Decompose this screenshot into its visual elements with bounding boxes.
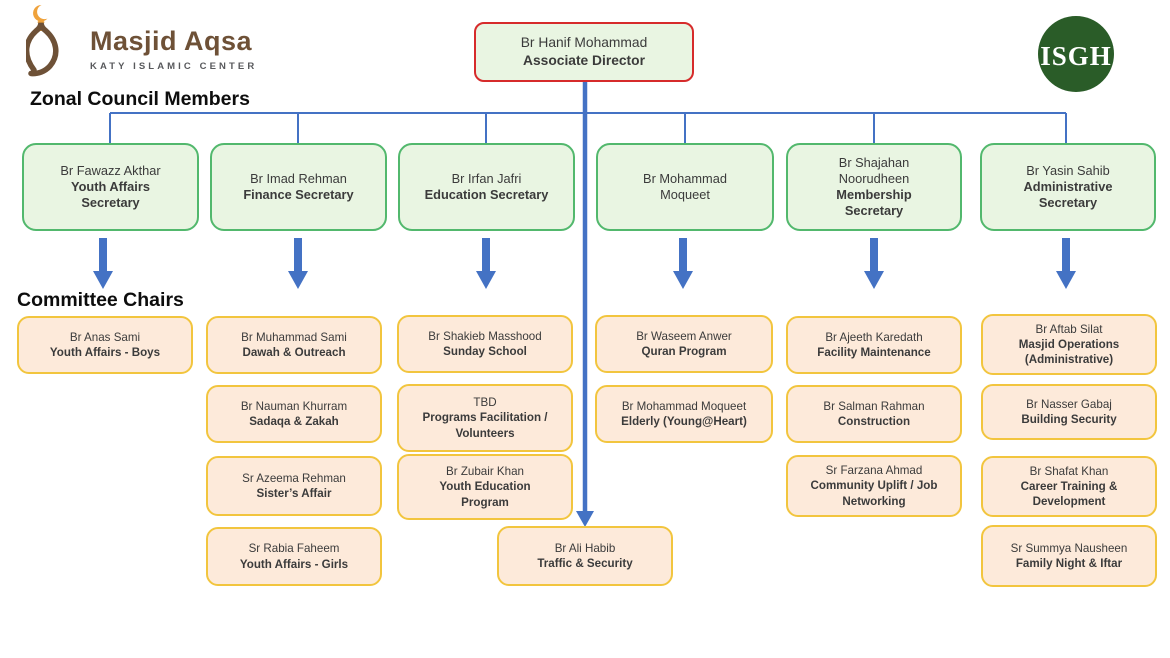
director-arrowhead-icon	[576, 511, 594, 527]
chair-name: Sr Farzana Ahmad	[825, 464, 923, 478]
chair-name: Sr Summya Nausheen	[1010, 541, 1128, 555]
council-down-arrows	[93, 238, 1076, 289]
masjid-aqsa-logo: Masjid Aqsa KATY ISLAMIC CENTER	[26, 2, 257, 80]
committee-box-muhammad-sami: Br Muhammad Sami Dawah & Outreach	[206, 316, 382, 374]
chair-name: Br Shakieb Masshood	[428, 329, 542, 343]
chair-role: Community Uplift / Job Networking	[810, 479, 938, 508]
chair-role: Construction	[837, 415, 911, 428]
member-name: Br Shajahan Noorudheen	[838, 154, 910, 186]
chair-role: Sister’s Affair	[256, 487, 332, 500]
chair-name: Br Zubair Khan	[446, 465, 524, 479]
mosque-dome-icon	[26, 4, 59, 77]
member-role: Youth Affairs Secretary	[71, 178, 150, 211]
director-name: Br Hanif Mohammad	[520, 34, 648, 50]
committee-box-rabia-faheem: Sr Rabia Faheem Youth Affairs - Girls	[206, 527, 382, 586]
chair-role: Masjid Operations (Administrative)	[1018, 337, 1120, 367]
chair-role: Sunday School	[443, 345, 527, 358]
chair-name: Br Waseem Anwer	[636, 329, 732, 343]
committee-box-waseem-anwer: Br Waseem Anwer Quran Program	[595, 315, 773, 373]
member-name: Br Fawazz Akthar	[60, 162, 161, 178]
down-arrow-icon	[673, 238, 693, 289]
down-arrow-icon	[864, 238, 884, 289]
council-box-education: Br Irfan Jafri Education Secretary	[398, 143, 575, 231]
down-arrow-icon	[476, 238, 496, 289]
committee-box-farzana-ahmad: Sr Farzana Ahmad Community Uplift / Job …	[786, 455, 962, 517]
chair-role: Building Security	[1021, 413, 1117, 426]
committee-chairs-heading: Committee Chairs	[17, 289, 184, 311]
member-name: Br Mohammad Moqueet	[643, 170, 727, 202]
isgh-text: ISGH	[1040, 41, 1112, 71]
council-stub-lines	[109, 113, 1067, 143]
member-role: Administrative Secretary	[1023, 178, 1113, 211]
director-box: Br Hanif Mohammad Associate Director	[474, 22, 694, 82]
member-role: Membership Secretary	[836, 187, 912, 219]
brand-title: Masjid Aqsa	[90, 26, 253, 56]
committee-box-azeema-rehman: Sr Azeema Rehman Sister’s Affair	[206, 456, 382, 516]
committee-box-zubair-khan: Br Zubair Khan Youth Education Program	[397, 454, 573, 520]
chair-name: Sr Azeema Rehman	[242, 471, 346, 485]
council-box-moqueet: Br Mohammad Moqueet	[596, 143, 774, 231]
chair-role: Dawah & Outreach	[242, 346, 346, 359]
chair-role: Elderly (Young@Heart)	[621, 415, 747, 428]
chair-name: Br Ali Habib	[554, 541, 616, 555]
committee-box-tbd-programs: TBD Programs Facilitation / Volunteers	[397, 384, 573, 452]
member-role: Education Secretary	[424, 187, 549, 202]
director-role: Associate Director	[523, 53, 645, 68]
isgh-logo: ISGH	[1036, 14, 1116, 99]
chair-role: Career Training & Development	[1020, 479, 1118, 509]
chair-role: Programs Facilitation / Volunteers	[422, 411, 548, 440]
down-arrow-icon	[1056, 238, 1076, 289]
chair-role: Traffic & Security	[537, 557, 633, 570]
committee-box-salman-rahman: Br Salman Rahman Construction	[786, 385, 962, 443]
council-box-finance: Br Imad Rehman Finance Secretary	[210, 143, 387, 231]
committee-box-summya-nausheen: Sr Summya Nausheen Family Night & Iftar	[981, 525, 1157, 587]
chair-name: Br Mohammad Moqueet	[621, 399, 747, 413]
member-name: Br Irfan Jafri	[451, 170, 522, 186]
chair-name: Sr Rabia Faheem	[248, 542, 340, 556]
committee-box-ajeeth-karedath: Br Ajeeth Karedath Facility Maintenance	[786, 316, 962, 374]
chair-role: Quran Program	[641, 345, 727, 358]
chair-name: Br Ajeeth Karedath	[825, 330, 923, 344]
committee-box-nauman-khurram: Br Nauman Khurram Sadaqa & Zakah	[206, 385, 382, 443]
council-box-membership: Br Shajahan Noorudheen Membership Secret…	[786, 143, 962, 231]
down-arrow-icon	[93, 238, 113, 289]
chair-name: Br Shafat Khan	[1029, 464, 1109, 478]
down-arrow-icon	[288, 238, 308, 289]
dome-outline	[26, 22, 59, 77]
committee-box-aftab-silat: Br Aftab Silat Masjid Operations (Admini…	[981, 314, 1157, 375]
committee-box-moqueet-elderly: Br Mohammad Moqueet Elderly (Young@Heart…	[595, 385, 773, 443]
member-name: Br Imad Rehman	[250, 170, 347, 186]
council-box-administrative: Br Yasin Sahib Administrative Secretary	[980, 143, 1156, 231]
brand-subtitle: KATY ISLAMIC CENTER	[90, 61, 258, 72]
chair-name: Br Muhammad Sami	[241, 330, 347, 344]
zonal-council-heading: Zonal Council Members	[30, 88, 250, 110]
chair-role: Facility Maintenance	[817, 346, 931, 359]
chair-role: Family Night & Iftar	[1015, 557, 1123, 570]
committee-box-shakieb-masshood: Br Shakieb Masshood Sunday School	[397, 315, 573, 373]
committee-box-ali-habib: Br Ali Habib Traffic & Security	[497, 526, 673, 586]
member-role: Finance Secretary	[243, 187, 354, 202]
committee-box-shafat-khan: Br Shafat Khan Career Training & Develop…	[981, 456, 1157, 517]
chair-role: Youth Affairs - Boys	[49, 346, 161, 359]
chair-role: Sadaqa & Zakah	[249, 415, 339, 428]
member-name: Br Yasin Sahib	[1026, 162, 1110, 178]
chair-name: Br Nauman Khurram	[240, 399, 348, 413]
committee-box-anas-sami: Br Anas Sami Youth Affairs - Boys	[17, 316, 193, 374]
isgh-logo-icon: ISGH	[1038, 16, 1114, 92]
crescent-icon	[33, 4, 48, 22]
brand-text: Masjid Aqsa KATY ISLAMIC CENTER	[90, 26, 257, 72]
chair-role: Youth Education Program	[439, 480, 531, 509]
chair-name: TBD	[473, 396, 497, 410]
chair-role: Youth Affairs - Girls	[239, 557, 349, 571]
chair-name: Br Anas Sami	[69, 330, 141, 344]
chair-name: Br Salman Rahman	[823, 399, 925, 413]
chair-name: Br Nasser Gabaj	[1026, 397, 1112, 411]
council-box-youth-affairs: Br Fawazz Akthar Youth Affairs Secretary	[22, 143, 199, 231]
committee-box-nasser-gabaj: Br Nasser Gabaj Building Security	[981, 384, 1157, 440]
chair-name: Br Aftab Silat	[1035, 322, 1103, 336]
